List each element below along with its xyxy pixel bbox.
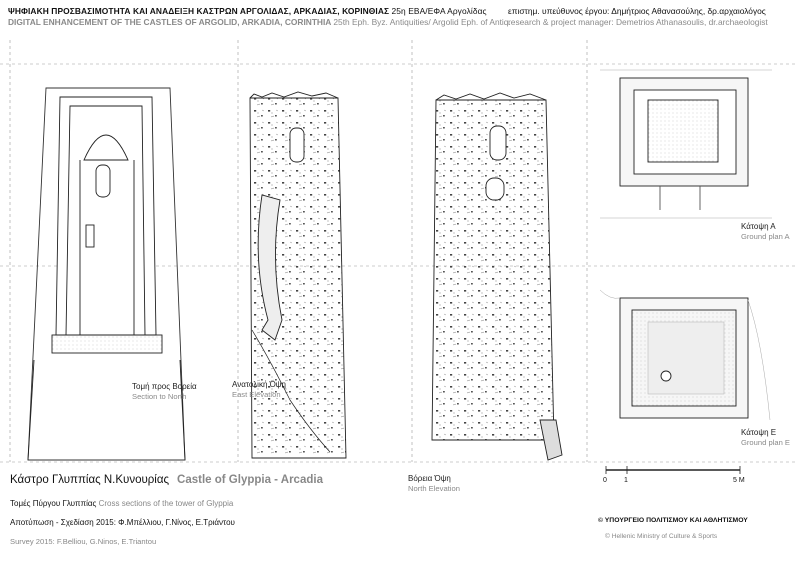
- section-north-label-english: Section to North: [132, 392, 187, 401]
- header-title-english: DIGITAL ENHANCEMENT OF THE CASTLES OF AR…: [8, 17, 511, 27]
- header-title-greek-main: ΨΗΦΙΑΚΗ ΠΡΟΣΒΑΣΙΜΟΤΗΤΑ ΚΑΙ ΑΝΑΔΕΙΞΗ ΚΑΣΤ…: [8, 6, 390, 16]
- scale-bar: [605, 466, 741, 474]
- plan-a-label-english: Ground plan A: [741, 232, 790, 241]
- north-elevation-label-greek: Βόρεια Όψη: [408, 474, 451, 483]
- scale-tick-5: 5 M: [733, 477, 745, 484]
- north-elevation-label-english: North Elevation: [408, 484, 460, 493]
- header-title-greek: ΨΗΦΙΑΚΗ ΠΡΟΣΒΑΣΙΜΟΤΗΤΑ ΚΑΙ ΑΝΑΔΕΙΞΗ ΚΑΣΤ…: [8, 6, 487, 16]
- east-elevation-label-english: East Elevation: [232, 390, 281, 399]
- footer-title-greek: Κάστρο Γλυππίας Ν.Κυνουρίας: [10, 474, 170, 486]
- footer-title-english: Castle of Glyppia - Arcadia: [177, 474, 323, 486]
- survey-credits-greek: Αποτύπωση - Σχεδίαση 2015: Φ.Μπέλλιου, Γ…: [10, 518, 235, 527]
- footer-title: Κάστρο Γλυππίας Ν.Κυνουρίας Castle of Gly…: [10, 474, 323, 486]
- scale-tick-0: 0: [603, 477, 607, 484]
- plan-e-label-greek: Κάτοψη Ε: [741, 428, 777, 437]
- scale-tick-1: 1: [624, 477, 628, 484]
- section-north-label-greek: Τομή προς Βορεία: [132, 382, 197, 391]
- east-elevation-label-greek: Ανατολική Όψη: [232, 380, 286, 389]
- footer-subtitle-greek: Τομές Πύργου Γλυππίας: [10, 499, 97, 508]
- footer-subtitle-english: Cross sections of the tower of Glyppia: [98, 499, 234, 508]
- ground-plan-a-drawing: [600, 69, 772, 219]
- header-ephorate-greek: 25η ΕΒΑ/ΕΦΑ Αργολίδας: [391, 6, 487, 16]
- north-elevation-drawing: [431, 92, 563, 461]
- section-north-drawing: [27, 87, 186, 461]
- plan-e-label-english: Ground plan E: [741, 438, 790, 447]
- plan-a-label-greek: Κάτοψη Α: [741, 222, 776, 231]
- header-title-english-main: DIGITAL ENHANCEMENT OF THE CASTLES OF AR…: [8, 17, 332, 27]
- layout-grid: [0, 40, 796, 463]
- east-elevation-drawing: [249, 91, 347, 459]
- manager-greek: επιστημ. υπεύθυνος έργου: Δημήτριος Αθαν…: [508, 6, 766, 16]
- footer-subtitle: Τομές Πύργου Γλυππίας Cross sections of …: [10, 499, 233, 508]
- survey-credits-english: Survey 2015: F.Belliou, G.Ninos, E.Trian…: [10, 537, 157, 546]
- ministry-english: © Hellenic Ministry of Culture & Sports: [605, 533, 718, 540]
- header-ephorate-english: 25th Eph. Byz. Antiquities/ Argolid Eph.…: [333, 17, 511, 27]
- manager-english: research & project manager: Demetrios At…: [508, 17, 768, 27]
- ground-plan-e-drawing: [599, 289, 771, 421]
- ministry-greek: © ΥΠΟΥΡΓΕΙΟ ΠΟΛΙΤΙΣΜΟΥ ΚΑΙ ΑΘΛΗΤΙΣΜΟΥ: [598, 517, 748, 524]
